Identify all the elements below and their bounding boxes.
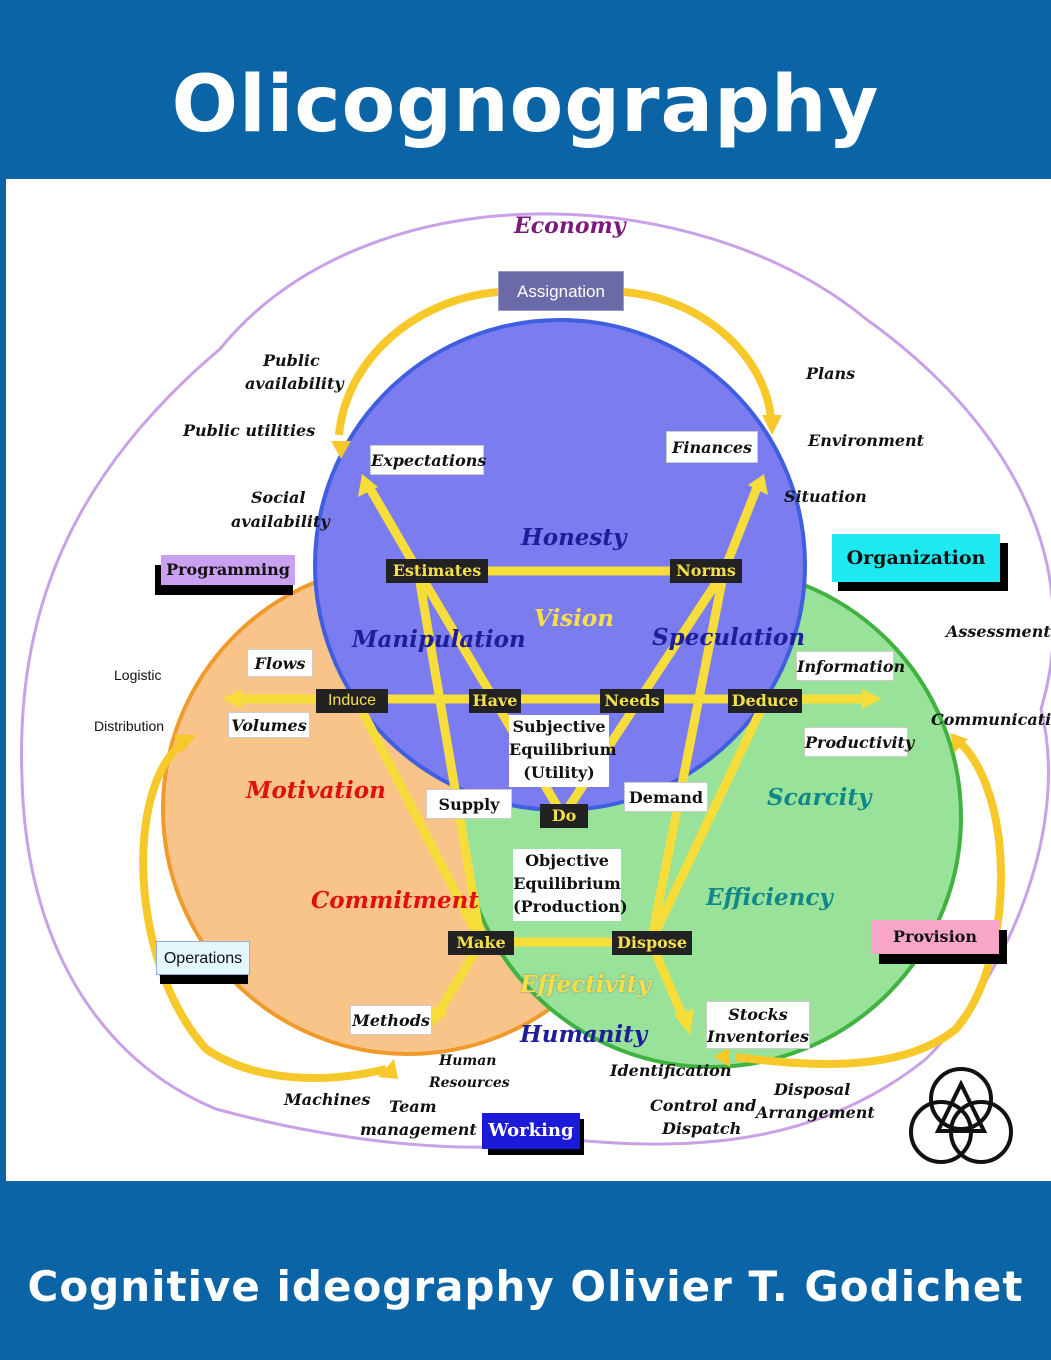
motivation-label: Motivation (246, 777, 386, 804)
machines-label: Machines (284, 1090, 371, 1109)
node-have: Have (469, 689, 521, 713)
objective-equilibrium-box: Objective Equilibrium (Production) (513, 849, 628, 921)
vision-label: Vision (534, 605, 614, 632)
working-tag: Working (482, 1113, 580, 1149)
author-subtitle: Cognitive ideography Olivier T. Godichet (27, 1262, 1024, 1311)
communication-label: Communication (931, 710, 1051, 729)
objective-line3: (Production) (513, 897, 628, 916)
demand-box: Demand (624, 782, 708, 812)
node-norms: Norms (670, 559, 742, 583)
programming-tag: Programming (161, 555, 295, 585)
scarcity-label: Scarcity (767, 784, 872, 811)
supply-box: Supply (426, 789, 512, 819)
stocks-text: Stocks (728, 1005, 788, 1024)
node-needs: Needs (600, 689, 664, 713)
outer-boundary (20, 212, 1051, 1149)
manipulation-label: Manipulation (352, 626, 526, 653)
economy-label: Economy (514, 213, 626, 239)
situation-label: Situation (784, 487, 867, 506)
team-management-line1: Team (389, 1097, 437, 1116)
diagram-panel: Economy Assignation Public availability … (6, 179, 1051, 1181)
organization-tag: Organization (832, 534, 1000, 582)
node-make: Make (448, 931, 514, 955)
flows-box: Flows (247, 649, 313, 677)
commitment-label: Commitment (311, 887, 479, 914)
humanity-label: Humanity (520, 1021, 648, 1048)
disposal-arrangement-line2: Arrangement (756, 1103, 875, 1122)
subjective-line2: Equilibrium (509, 740, 617, 759)
node-estimates: Estimates (386, 559, 488, 583)
social-availability-line1: Social (251, 488, 306, 507)
finances-box: Finances (666, 431, 758, 463)
environment-label: Environment (808, 431, 925, 450)
node-induce: Induce (316, 689, 388, 713)
human-resources-line1: Human (439, 1053, 497, 1069)
speculation-label: Speculation (652, 624, 806, 651)
subjective-line1: Subjective (512, 717, 606, 736)
public-availability-line2: availability (245, 374, 344, 393)
plans-label: Plans (806, 364, 856, 383)
node-dispose: Dispose (612, 931, 692, 955)
node-do: Do (540, 804, 588, 828)
expectations-box: Expectations (370, 445, 486, 475)
social-availability-line2: availability (231, 512, 330, 531)
public-utilities-label: Public utilities (183, 421, 316, 440)
disposal-arrangement-line1: Disposal (774, 1080, 851, 1099)
operations-tag: Operations (156, 941, 250, 975)
subjective-line3: (Utility) (523, 763, 595, 782)
page-title: Olicognography (171, 60, 880, 150)
methods-box: Methods (350, 1005, 432, 1035)
subjective-equilibrium-box: Subjective Equilibrium (Utility) (509, 715, 617, 787)
effectivity-label: Effectivity (520, 971, 651, 998)
inventories-text: Inventories (707, 1027, 809, 1046)
team-management-line2: management (360, 1120, 477, 1139)
logistic-label: Logistic (114, 667, 162, 683)
control-dispatch-line2: Dispatch (662, 1119, 742, 1138)
information-box: Information (796, 651, 905, 681)
objective-line2: Equilibrium (513, 874, 621, 893)
assessment-label: Assessment (946, 622, 1051, 641)
assignation-tag: Assignation (498, 271, 624, 311)
identification-label: Identification (610, 1061, 732, 1080)
distribution-label: Distribution (94, 718, 165, 734)
honesty-label: Honesty (521, 524, 627, 551)
node-deduce: Deduce (728, 689, 802, 713)
stocks-inventories-box: Stocks Inventories (706, 1001, 810, 1049)
efficiency-label: Efficiency (706, 884, 833, 911)
objective-line1: Objective (525, 851, 609, 870)
productivity-box: Productivity (804, 727, 914, 757)
public-availability-line1: Public (263, 351, 320, 370)
provision-tag: Provision (871, 920, 999, 954)
control-dispatch-line1: Control and (650, 1096, 757, 1115)
triquetra-logo (909, 1067, 1013, 1164)
human-resources-line2: Resources (429, 1075, 510, 1091)
volumes-box: Volumes (228, 712, 310, 738)
